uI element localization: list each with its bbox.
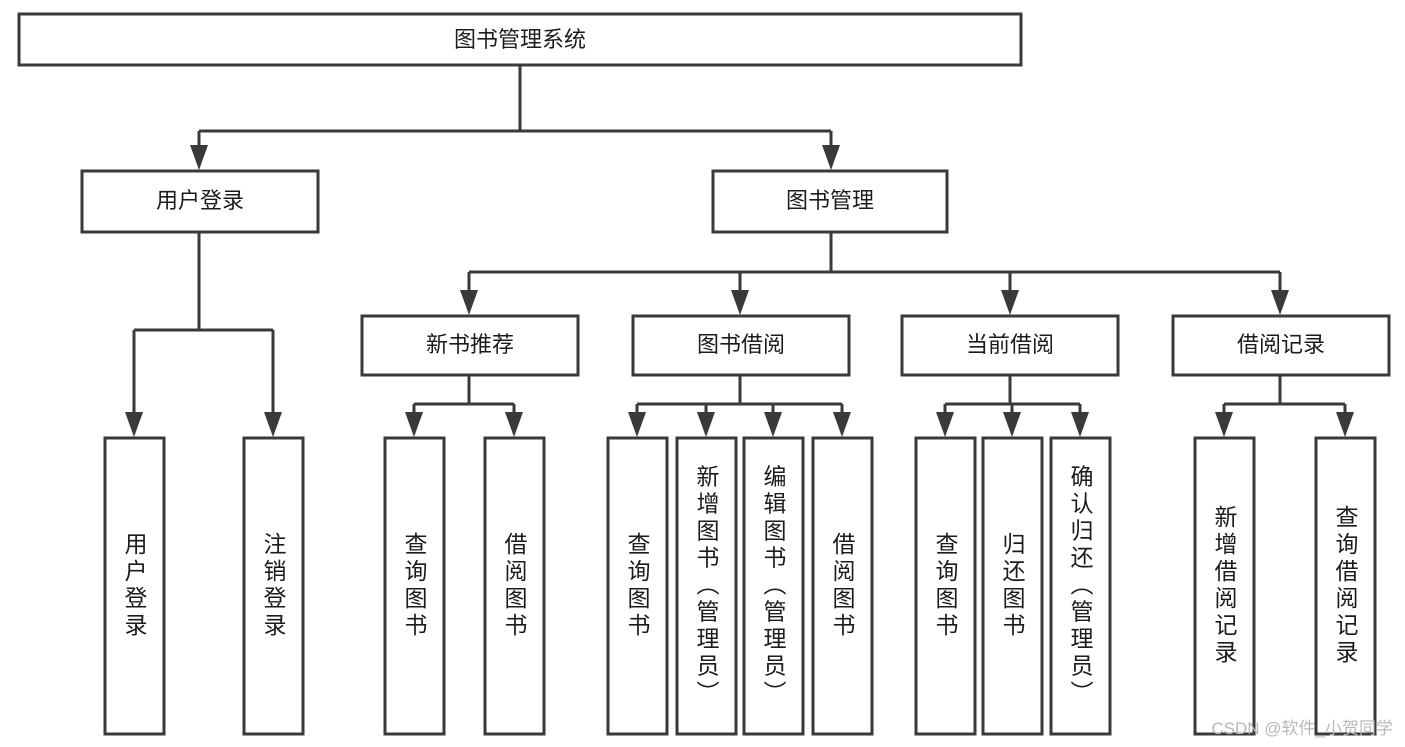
arrow-head-leaf-add-book bbox=[697, 412, 715, 437]
node-leaf-query-book-2[interactable]: 查询图书 bbox=[606, 436, 669, 736]
arrow-head-leaf-query-book-3 bbox=[936, 412, 954, 437]
node-leaf-query-book-3-box[interactable] bbox=[914, 436, 977, 736]
node-leaf-query-book-1[interactable]: 查询图书 bbox=[383, 436, 446, 736]
node-leaf-logout-login-label: 注销登录 bbox=[260, 532, 287, 640]
node-borrow-record-label: 借阅记录 bbox=[1237, 332, 1325, 357]
arrow-head-leaf-edit-book bbox=[764, 412, 782, 437]
node-user-login-box[interactable] bbox=[80, 169, 320, 234]
node-leaf-add-record-box[interactable] bbox=[1193, 436, 1256, 736]
arrow-head-book-management bbox=[822, 145, 840, 170]
arrow-head-leaf-query-book-2 bbox=[628, 412, 646, 437]
node-leaf-user-login[interactable]: 用户登录 bbox=[103, 436, 166, 736]
arrow-head-leaf-logout-login bbox=[264, 412, 282, 437]
node-root-label: 图书管理系统 bbox=[454, 27, 586, 52]
node-book-borrow[interactable]: 图书借阅 bbox=[631, 314, 851, 377]
arrow-head-leaf-add-record bbox=[1215, 412, 1233, 437]
node-user-login-label: 用户登录 bbox=[156, 188, 244, 213]
arrow-head-new-book-recommend bbox=[460, 290, 478, 315]
node-leaf-return-book-box[interactable] bbox=[981, 436, 1044, 736]
node-leaf-return-book[interactable]: 归还图书 bbox=[981, 436, 1044, 736]
arrow-head-leaf-borrow-book-1 bbox=[505, 412, 523, 437]
node-root-box[interactable] bbox=[17, 12, 1023, 67]
arrow-head-book-borrow bbox=[731, 290, 749, 315]
node-leaf-query-book-2-box[interactable] bbox=[606, 436, 669, 736]
connector-layer bbox=[125, 65, 1354, 437]
node-leaf-logout-login-box[interactable] bbox=[242, 436, 305, 736]
arrow-head-user-login bbox=[190, 145, 208, 170]
arrow-head-borrow-record bbox=[1271, 290, 1289, 315]
arrow-head-leaf-borrow-book-2 bbox=[833, 412, 851, 437]
node-leaf-add-book[interactable]: 新增图书（管理员） bbox=[675, 436, 738, 736]
node-leaf-query-book-1-label: 查询图书 bbox=[401, 532, 428, 640]
node-new-book-recommend-label: 新书推荐 bbox=[426, 332, 514, 357]
csdn-watermark: CSDN @软件_小贺同学 bbox=[1211, 719, 1393, 738]
node-leaf-query-record-label: 查询借阅记录 bbox=[1332, 505, 1359, 667]
node-current-borrow-label: 当前借阅 bbox=[966, 332, 1054, 357]
node-leaf-query-book-3-label: 查询图书 bbox=[932, 532, 959, 640]
node-current-borrow[interactable]: 当前借阅 bbox=[900, 314, 1120, 377]
node-book-management-label: 图书管理 bbox=[786, 188, 874, 213]
node-leaf-borrow-book-2[interactable]: 借阅图书 bbox=[811, 436, 874, 736]
arrow-head-leaf-return-book bbox=[1003, 412, 1021, 437]
node-book-management-box[interactable] bbox=[711, 169, 949, 234]
node-leaf-confirm-return[interactable]: 确认归还（管理员） bbox=[1049, 436, 1112, 736]
node-leaf-borrow-book-2-label: 借阅图书 bbox=[829, 532, 856, 640]
node-leaf-add-book-box[interactable] bbox=[675, 436, 738, 736]
node-book-borrow-box[interactable] bbox=[631, 314, 851, 377]
node-leaf-query-book-1-box[interactable] bbox=[383, 436, 446, 736]
node-book-borrow-label: 图书借阅 bbox=[697, 332, 785, 357]
node-leaf-query-book-3[interactable]: 查询图书 bbox=[914, 436, 977, 736]
node-leaf-query-book-2-label: 查询图书 bbox=[624, 532, 651, 640]
arrow-head-current-borrow bbox=[1001, 290, 1019, 315]
node-leaf-confirm-return-box[interactable] bbox=[1049, 436, 1112, 736]
node-user-login[interactable]: 用户登录 bbox=[80, 169, 320, 234]
node-leaf-add-book-label: 新增图书（管理员） bbox=[693, 465, 720, 708]
node-leaf-add-record-label: 新增借阅记录 bbox=[1211, 505, 1238, 667]
arrow-head-leaf-query-book-1 bbox=[405, 412, 423, 437]
node-new-book-recommend[interactable]: 新书推荐 bbox=[360, 314, 580, 377]
node-leaf-borrow-book-1[interactable]: 借阅图书 bbox=[483, 436, 546, 736]
node-borrow-record-box[interactable] bbox=[1171, 314, 1391, 377]
node-leaf-return-book-label: 归还图书 bbox=[999, 532, 1026, 640]
node-leaf-query-record[interactable]: 查询借阅记录 bbox=[1314, 436, 1377, 736]
node-current-borrow-box[interactable] bbox=[900, 314, 1120, 377]
node-leaf-borrow-book-2-box[interactable] bbox=[811, 436, 874, 736]
node-new-book-recommend-box[interactable] bbox=[360, 314, 580, 377]
node-book-management[interactable]: 图书管理 bbox=[711, 169, 949, 234]
node-leaf-edit-book[interactable]: 编辑图书（管理员） bbox=[742, 436, 805, 736]
node-leaf-borrow-book-1-box[interactable] bbox=[483, 436, 546, 736]
node-leaf-add-record[interactable]: 新增借阅记录 bbox=[1193, 436, 1256, 736]
node-leaf-confirm-return-label: 确认归还（管理员） bbox=[1067, 465, 1094, 708]
node-leaf-borrow-book-1-label: 借阅图书 bbox=[501, 532, 528, 640]
node-root[interactable]: 图书管理系统 bbox=[17, 12, 1023, 67]
node-leaf-logout-login[interactable]: 注销登录 bbox=[242, 436, 305, 736]
node-leaf-edit-book-box[interactable] bbox=[742, 436, 805, 736]
arrow-head-leaf-confirm-return bbox=[1071, 412, 1089, 437]
node-leaf-user-login-label: 用户登录 bbox=[121, 532, 148, 640]
node-leaf-query-record-box[interactable] bbox=[1314, 436, 1377, 736]
node-leaf-edit-book-label: 编辑图书（管理员） bbox=[760, 465, 787, 708]
node-leaf-user-login-box[interactable] bbox=[103, 436, 166, 736]
arrow-head-leaf-user-login bbox=[125, 412, 143, 437]
node-borrow-record[interactable]: 借阅记录 bbox=[1171, 314, 1391, 377]
arrow-head-leaf-query-record bbox=[1336, 412, 1354, 437]
